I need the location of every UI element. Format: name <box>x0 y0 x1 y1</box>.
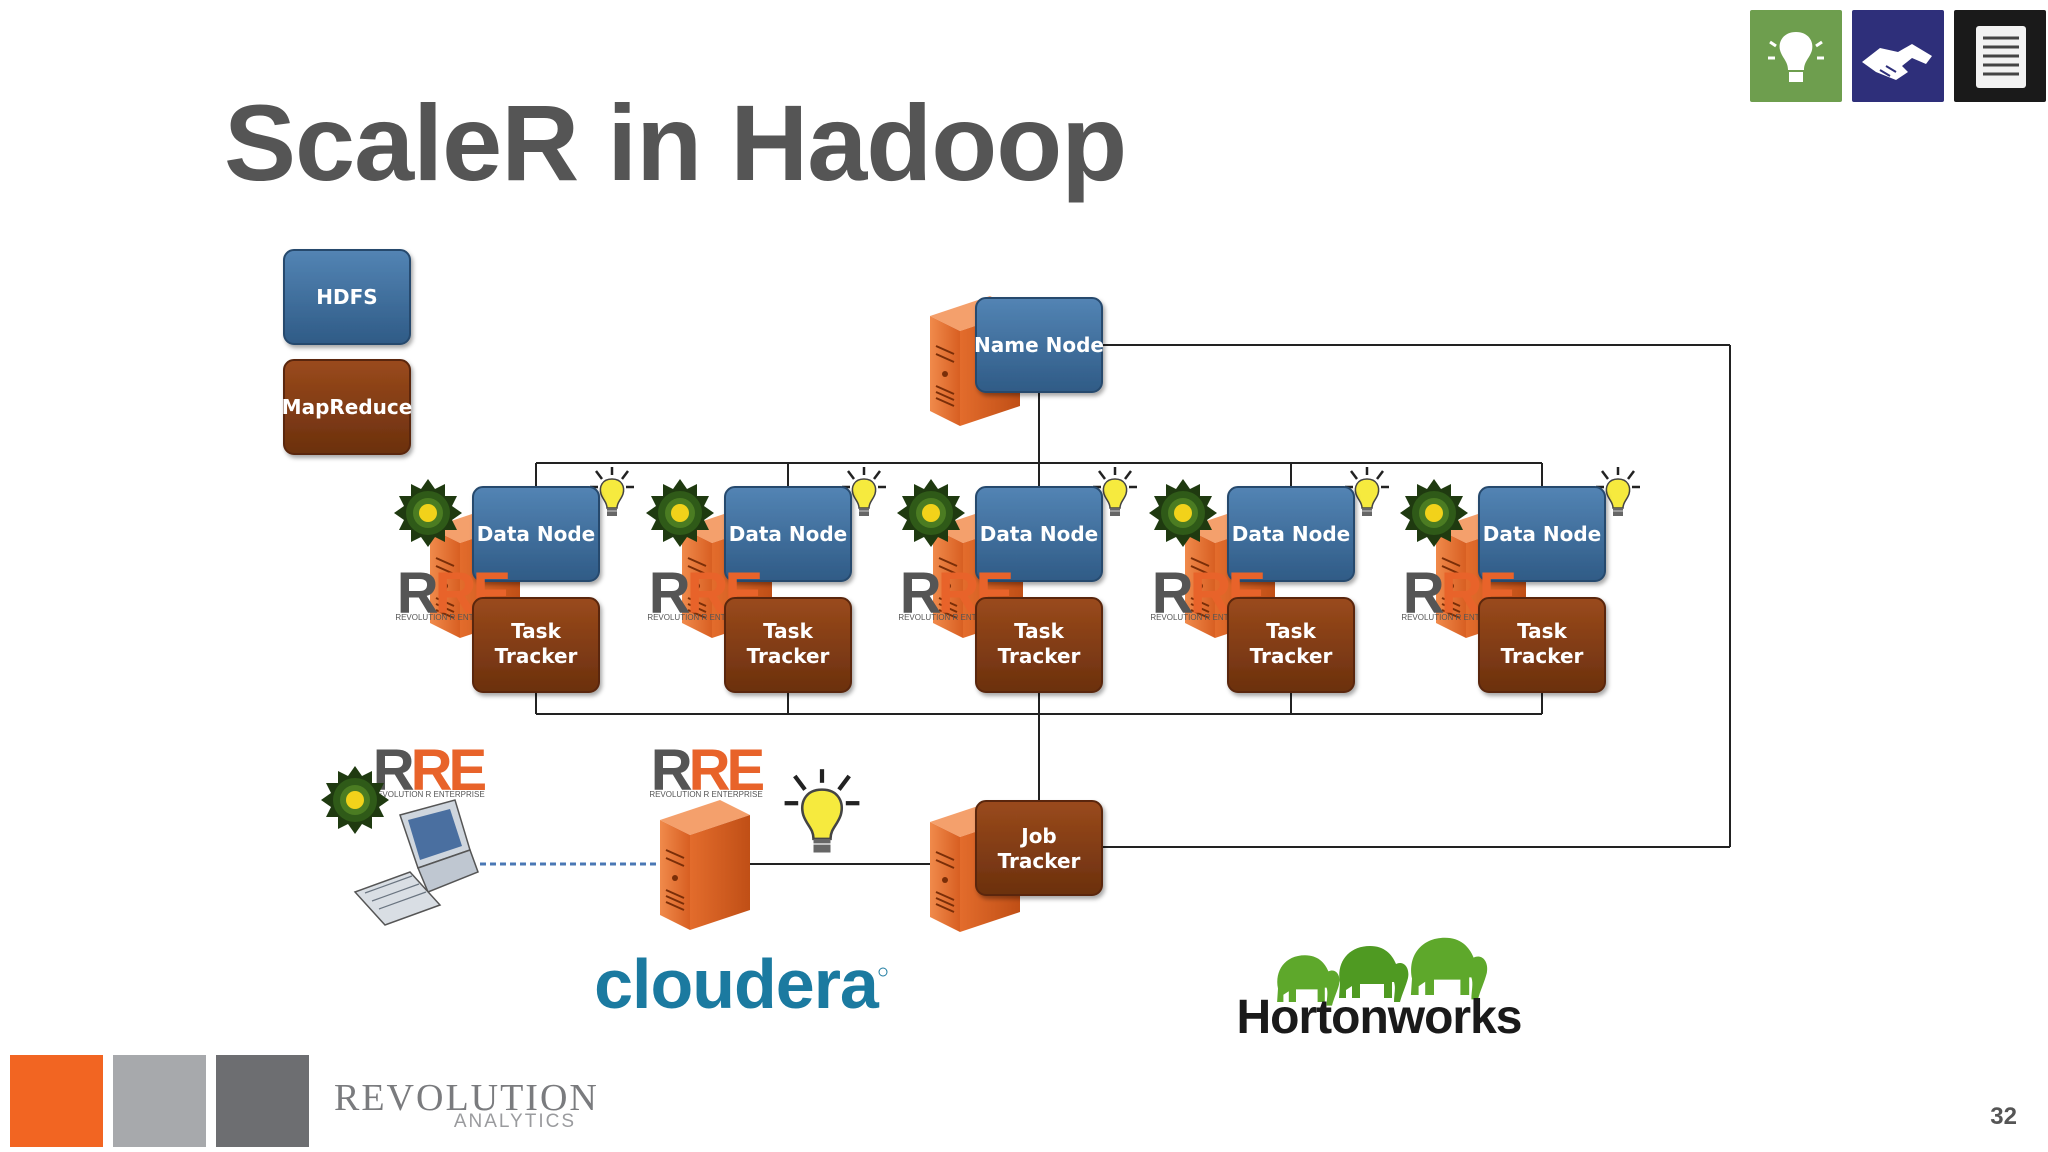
legend-mapreduce-box <box>283 359 411 455</box>
elephants-icon <box>1277 937 1488 1006</box>
legend-mapreduce-label: MapReduce <box>282 395 413 419</box>
data-node-box[interactable] <box>1478 486 1606 582</box>
data-node-label: Data Node <box>1232 522 1350 546</box>
job-tracker-label-2: Tracker <box>998 849 1081 873</box>
edge-rre-text: RRE <box>651 738 764 803</box>
worker-rre-sub: REVOLUTION R ENTERPRISE <box>1401 613 1514 622</box>
task-tracker-box[interactable] <box>472 597 600 693</box>
task-tracker-label-2: Tracker <box>1501 644 1584 668</box>
data-node-label: Data Node <box>477 522 595 546</box>
worker-rre-r: R <box>900 561 941 626</box>
footer-darkgray-square <box>216 1055 309 1147</box>
task-tracker-box[interactable] <box>1478 597 1606 693</box>
worker-rre-r: R <box>397 561 438 626</box>
edge-server: RRE REVOLUTION R ENTERPRISE <box>649 738 860 931</box>
node-stems <box>535 463 1543 714</box>
edge-rre-re: RE <box>689 738 764 803</box>
edge-rre-sub: REVOLUTION R ENTERPRISE <box>649 790 762 799</box>
footer-orange-square <box>10 1055 103 1147</box>
lightbulb-icon <box>1768 32 1824 82</box>
client-rre-text: RRE <box>373 738 486 803</box>
task-tracker-label-2: Tracker <box>747 644 830 668</box>
legend-hdfs-label: HDFS <box>316 285 377 309</box>
elephant-shape <box>1277 955 1340 1006</box>
worker-rre-r: R <box>1403 561 1444 626</box>
page-title: ScaleR in Hadoop <box>224 82 1126 203</box>
task-tracker-label-1: Task <box>1266 619 1316 643</box>
job-tracker: Job Tracker <box>929 800 1103 933</box>
worker-rre-sub: REVOLUTION R ENTERPRISE <box>1150 613 1263 622</box>
legend-hdfs-box <box>283 249 411 345</box>
footer-lightgray-square <box>113 1055 206 1147</box>
edge-server-tower <box>659 799 751 931</box>
desktop-computer-icon <box>353 799 479 926</box>
data-node-box[interactable] <box>1227 486 1355 582</box>
task-tracker-label-1: Task <box>1014 619 1064 643</box>
client-rre-logo: RRE REVOLUTION R ENTERPRISE <box>371 738 489 803</box>
worker-rre-r: R <box>1152 561 1193 626</box>
name-node-label: Name Node <box>974 333 1104 357</box>
edge-rre-logo: RRE REVOLUTION R ENTERPRISE <box>649 738 767 803</box>
worker-rre-sub: REVOLUTION R ENTERPRISE <box>898 613 1011 622</box>
name-node: Name Node <box>929 295 1104 427</box>
cloudera-registered-mark <box>878 967 888 977</box>
worker-rre-r: R <box>649 561 690 626</box>
lightbulb-large-icon <box>785 769 860 852</box>
task-tracker-box[interactable] <box>1227 597 1355 693</box>
task-tracker-label-2: Tracker <box>1250 644 1333 668</box>
task-tracker-label-2: Tracker <box>495 644 578 668</box>
footer-brand-sub: ANALYTICS <box>454 1111 576 1132</box>
document-icon <box>1976 26 2026 88</box>
client-rre-sub: REVOLUTION R ENTERPRISE <box>371 790 484 799</box>
legend: HDFS MapReduce <box>282 249 413 455</box>
client-rre-r: R <box>373 738 414 803</box>
page-number: 32 <box>1990 1103 2017 1130</box>
footer: REVOLUTION ANALYTICS 32 <box>10 1055 2017 1147</box>
data-node-label: Data Node <box>729 522 847 546</box>
task-tracker-label-1: Task <box>511 619 561 643</box>
footer-brand-main: REVOLUTION <box>334 1077 599 1119</box>
data-node-box[interactable] <box>724 486 852 582</box>
hortonworks-logo: Hortonworks <box>1236 937 1523 1044</box>
task-tracker-label-2: Tracker <box>998 644 1081 668</box>
job-tracker-box[interactable] <box>975 800 1103 896</box>
client-workstation: RRE REVOLUTION R ENTERPRISE <box>321 738 490 926</box>
edge-rre-r: R <box>651 738 692 803</box>
name-node-box[interactable] <box>975 297 1103 393</box>
cloudera-logo: cloudera <box>594 945 880 1023</box>
worker-rre-sub: REVOLUTION R ENTERPRISE <box>647 613 760 622</box>
data-node-label: Data Node <box>980 522 1098 546</box>
job-tracker-label-1: Job <box>1019 824 1057 848</box>
data-node-box[interactable] <box>975 486 1103 582</box>
corner-icons <box>1750 10 2046 102</box>
task-tracker-box[interactable] <box>724 597 852 693</box>
task-tracker-box[interactable] <box>975 597 1103 693</box>
handshake-icon <box>1862 44 1932 80</box>
client-rre-re: RE <box>411 738 486 803</box>
worker-rre-sub: REVOLUTION R ENTERPRISE <box>395 613 508 622</box>
task-tracker-label-1: Task <box>1517 619 1567 643</box>
data-node-label: Data Node <box>1483 522 1601 546</box>
hortonworks-wordmark: Hortonworks <box>1236 991 1521 1044</box>
elephant-shape <box>1410 937 1488 1000</box>
task-tracker-label-1: Task <box>763 619 813 643</box>
data-node-box[interactable] <box>472 486 600 582</box>
elephant-shape <box>1339 946 1409 1002</box>
